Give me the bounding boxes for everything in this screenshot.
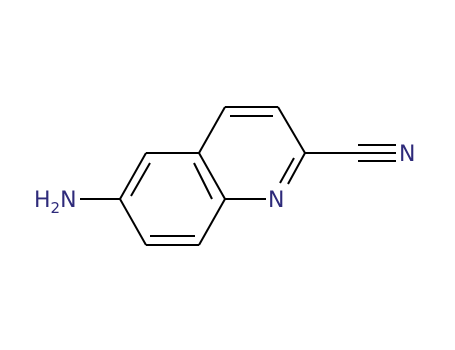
pyridine-ring [198,106,306,200]
bond-c8a-c4a [198,152,226,200]
bond-c8-c8a [198,198,226,246]
nitrile-nitrogen-label: N [399,142,415,167]
bond-c3-c2 [277,106,306,154]
bond-c5-c6 [119,152,147,200]
double-bond-inner-c8a-c4a [193,162,213,200]
bond-c2-n1 [287,152,306,185]
amino-hydrogen: H [34,188,51,213]
amino-subscript: 2 [51,199,61,217]
nitrile-group [305,144,396,162]
amino-group-label: H2N [34,188,77,217]
double-bond-inner-c2-n1 [279,157,295,184]
bond-c4a-c4 [198,106,226,154]
benzene-ring [119,152,226,246]
bond-c6-c7 [119,198,147,246]
double-bond-inner-c5-c6 [130,162,151,197]
amino-nitrogen: N [60,188,76,213]
ring-nitrogen-label: N [268,188,284,213]
